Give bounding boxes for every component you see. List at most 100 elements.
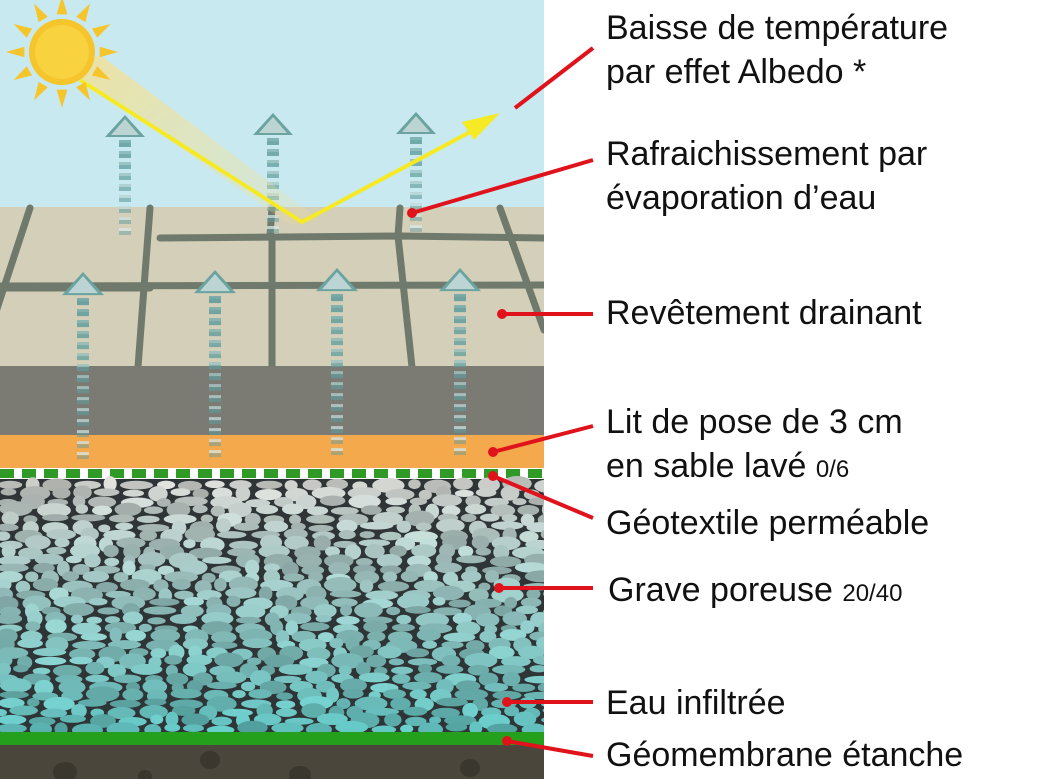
gravel-stone: [163, 514, 197, 524]
gravel-stone: [542, 708, 544, 713]
gravel-stone: [379, 565, 402, 575]
gravel-stone: [0, 531, 11, 541]
gravel-stone: [513, 711, 537, 727]
gravel-stone: [88, 597, 108, 606]
gravel-stone: [541, 503, 544, 516]
gravel-stone: [109, 699, 141, 708]
gravel-stone: [543, 491, 544, 495]
gravel-stone: [454, 688, 489, 701]
gravel-stone: [150, 629, 181, 643]
gravel-stone: [237, 720, 268, 735]
gravel-stone: [517, 505, 540, 516]
gravel-stone: [487, 723, 518, 735]
gravel-stone: [58, 680, 86, 695]
gravel-stone: [520, 620, 535, 634]
gravel-stone: [283, 573, 305, 582]
gravel-stone: [409, 689, 427, 700]
gravel-stone: [390, 666, 414, 675]
gravel-stone: [313, 603, 337, 619]
gravel-stone: [69, 656, 93, 665]
gravel-stone: [550, 722, 578, 732]
gravel-stone: [464, 652, 498, 669]
gravel-stone: [540, 530, 544, 539]
gravel-stone: [103, 476, 117, 492]
gravel-stone: [65, 555, 82, 564]
gravel-stone: [392, 673, 411, 684]
gravel-stone: [429, 716, 442, 724]
gravel-stone: [329, 590, 362, 598]
gravel-stone: [103, 544, 119, 558]
gravel-stone: [90, 714, 116, 728]
gravel-stone: [77, 699, 107, 707]
gravel-stone: [23, 515, 38, 524]
gravel-stone: [200, 514, 214, 523]
gravel-stone: [377, 581, 410, 592]
gravel-stone: [501, 514, 518, 523]
gravel-stone: [244, 559, 260, 576]
gravel-stone: [484, 682, 509, 692]
gravel-stone: [62, 571, 80, 582]
label-grave-text: Grave poreuse: [608, 571, 833, 609]
gravel-stone: [284, 535, 309, 550]
gravel-stone: [172, 578, 191, 590]
gravel-stone: [306, 506, 329, 516]
gravel-stone: [359, 579, 374, 593]
gravel-stone: [400, 724, 414, 734]
gravel-stone: [125, 629, 147, 642]
gravel-stone: [422, 640, 437, 649]
sun-ray: [34, 81, 48, 101]
gravel-stone: [148, 486, 168, 502]
gravel-stone: [396, 614, 412, 625]
gravel-stone: [0, 480, 23, 489]
evaporation-arrows: [105, 112, 436, 235]
gravel-stone: [406, 648, 430, 658]
gravel-stone: [359, 531, 375, 539]
sun-ray: [34, 3, 48, 23]
gravel-stone: [214, 577, 227, 592]
gravel-stone: [9, 705, 38, 716]
infiltration-arrow: [439, 268, 481, 456]
gravel-stone: [229, 540, 258, 550]
gravel-stone: [384, 713, 402, 727]
gravel-stone: [354, 570, 380, 585]
gravel-stone: [211, 631, 237, 644]
gravel-stone: [305, 670, 328, 684]
gravel-stone: [235, 604, 266, 620]
gravel-stone: [407, 658, 438, 666]
gravel-stone: [471, 535, 490, 550]
gravel-stone: [465, 495, 481, 507]
gravel-stone: [418, 489, 432, 501]
evaporation-arrow: [105, 115, 145, 235]
gravel-stone: [441, 641, 464, 649]
leader-geotextile: [492, 474, 594, 520]
gravel-stone: [504, 596, 517, 609]
gravel-stone: [491, 521, 524, 530]
gravel-stone: [502, 611, 527, 626]
label-evaporation: Rafraichissement par évaporation d’eau: [606, 132, 927, 220]
gravel-stone: [0, 678, 32, 693]
gravel-stone: [528, 497, 544, 506]
sun-icon: [6, 0, 118, 108]
gravel-stone: [456, 621, 481, 636]
gravel-stone: [441, 505, 461, 517]
gravel-stone: [358, 672, 390, 683]
gravel-stone: [137, 551, 166, 568]
gravel-stone: [113, 674, 142, 684]
gravel-stone: [371, 725, 397, 734]
label-geotextile: Géotextile perméable: [606, 501, 929, 545]
gravel-stone: [354, 696, 388, 711]
gravel-stone: [348, 494, 381, 509]
gravel-stone: [205, 480, 225, 489]
gravel-stone: [71, 704, 87, 718]
gravel-stone: [122, 611, 144, 625]
gravel-stone: [400, 570, 419, 583]
label-revetement-text: Revêtement drainant: [606, 294, 922, 332]
gravel-stone: [479, 513, 500, 522]
label-lit: Lit de pose de 3 cm en sable lavé 0/6: [606, 400, 903, 492]
sun-ray: [56, 0, 68, 15]
gravel-stone: [418, 663, 433, 674]
gravel-stone: [34, 679, 54, 696]
gravel-stone: [43, 696, 75, 712]
gravel-stone: [445, 722, 468, 732]
gravel-stone: [391, 623, 415, 632]
